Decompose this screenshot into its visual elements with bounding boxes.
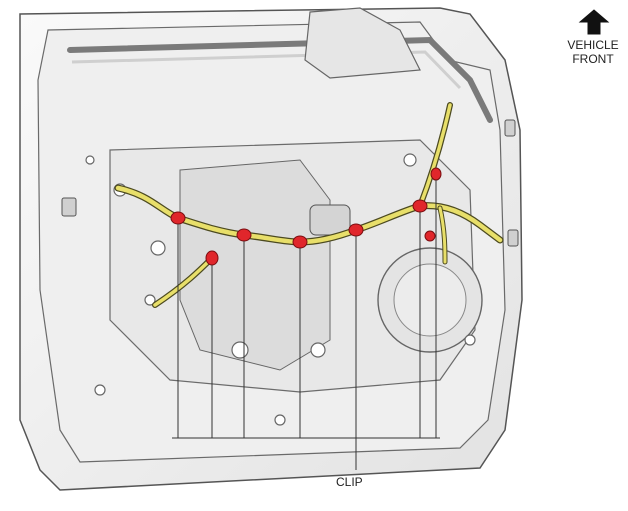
vehicle-front-label-line1: VEHICLE [567, 38, 619, 52]
clip-marker [348, 223, 364, 237]
clip-marker [236, 228, 252, 242]
clip-marker [424, 230, 436, 242]
vehicle-front-label-line2: FRONT [572, 52, 614, 66]
vehicle-front-label: VEHICLE FRONT [560, 38, 626, 66]
wiring-harness-branch-upper-fill [418, 103, 452, 208]
mounting-hole [85, 155, 95, 165]
mounting-hole [150, 240, 166, 256]
clips [170, 167, 442, 266]
arrow-up-icon [578, 9, 610, 35]
wiring-harness-branch-speaker-fill [438, 206, 447, 264]
mounting-hole [464, 334, 476, 346]
clip-marker [430, 167, 442, 181]
mounting-hole [144, 294, 156, 306]
hinge-marker [504, 119, 516, 137]
mounting-hole [94, 384, 106, 396]
clip-marker [412, 199, 428, 213]
mounting-hole [310, 342, 326, 358]
clip-marker [292, 235, 308, 249]
callout-leaders [172, 180, 440, 470]
window-channel-inner [71, 50, 462, 90]
clip-marker [170, 211, 186, 225]
hinge-marker [61, 197, 77, 217]
clip-callout-label: CLIP [336, 475, 363, 489]
window-channel [67, 36, 493, 123]
speaker-inner [393, 263, 467, 337]
window-regulator [179, 159, 331, 371]
mounting-hole [274, 414, 286, 426]
mounting-hole [231, 341, 249, 359]
mirror-mount [304, 7, 421, 79]
mounting-hole [403, 153, 417, 167]
hinge-marker [507, 229, 519, 247]
clip-marker [205, 250, 219, 266]
hinge-markers [61, 119, 519, 247]
